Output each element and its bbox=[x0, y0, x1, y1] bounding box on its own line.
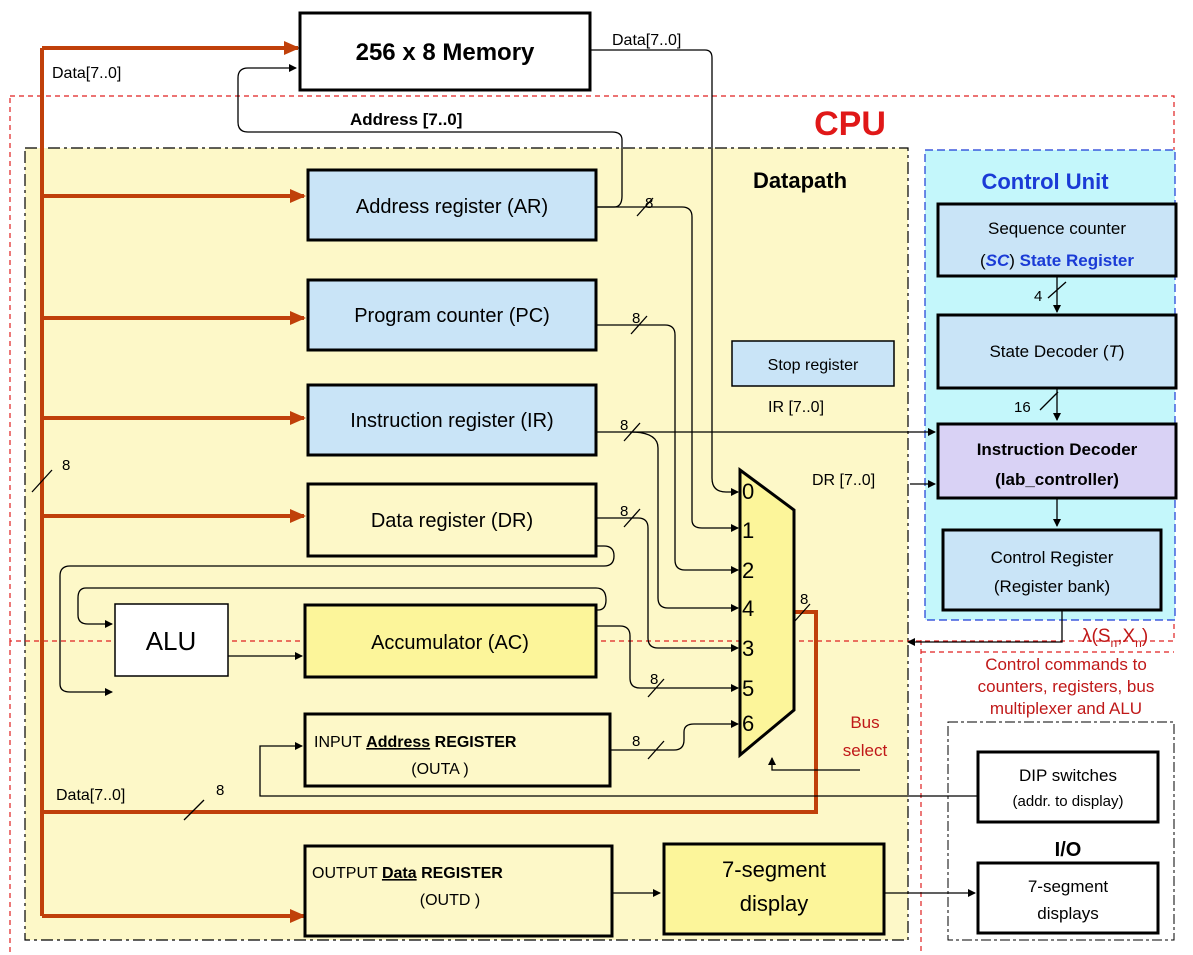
seven-segment-display bbox=[662, 842, 886, 936]
mux-input-labels: 0 1 2 4 3 5 6 bbox=[742, 479, 754, 736]
svg-text:8: 8 bbox=[632, 310, 640, 327]
data-register bbox=[306, 482, 598, 558]
bus-label-bottom: Data[7..0] bbox=[56, 787, 125, 804]
bus-width-bottom: 8 bbox=[216, 782, 224, 799]
instruction-register-label: Instruction register (IR) bbox=[350, 410, 553, 432]
instruction-decoder-label-1: Instruction Decoder bbox=[977, 440, 1138, 459]
memory-block bbox=[298, 11, 592, 92]
svg-text:6: 6 bbox=[742, 711, 754, 736]
svg-text:0: 0 bbox=[742, 479, 754, 504]
control-commands-note: Control commands to counters, registers,… bbox=[978, 655, 1155, 718]
io-seven-segment-label-2: displays bbox=[1037, 904, 1098, 923]
io-seven-segment-displays bbox=[976, 861, 1160, 935]
bus-multiplexer bbox=[738, 467, 796, 759]
alu-block bbox=[114, 603, 229, 677]
width-slashes bbox=[31, 197, 1067, 821]
control-register-label-2: (Register bank) bbox=[994, 577, 1110, 596]
svg-text:8: 8 bbox=[800, 591, 808, 608]
svg-text:2: 2 bbox=[742, 558, 754, 583]
svg-text:multiplexer and ALU: multiplexer and ALU bbox=[990, 699, 1142, 718]
svg-text:counters, registers, bus: counters, registers, bus bbox=[978, 677, 1155, 696]
seven-segment-label-2: display bbox=[740, 891, 808, 916]
instruction-register bbox=[306, 383, 598, 457]
instruction-decoder-label-2: (lab_controller) bbox=[995, 470, 1119, 489]
svg-text:8: 8 bbox=[620, 417, 628, 434]
state-decoder bbox=[936, 313, 1178, 390]
svg-text:8: 8 bbox=[620, 503, 628, 520]
memory-data-out-label: Data[7..0] bbox=[612, 32, 681, 49]
width-labels: 8 8 8 8 8 8 8 bbox=[620, 195, 808, 750]
seven-segment-label-1: 7-segment bbox=[722, 857, 826, 882]
data-register-label: Data register (DR) bbox=[371, 510, 533, 532]
dip-switches bbox=[976, 750, 1160, 824]
bus-width-left: 8 bbox=[62, 457, 70, 474]
address-register-label: Address register (AR) bbox=[356, 196, 548, 218]
sequence-counter-label-1: Sequence counter bbox=[988, 219, 1126, 238]
svg-text:1: 1 bbox=[742, 518, 754, 543]
address-bus-label: Address [7..0] bbox=[350, 110, 462, 129]
bus-select-label-2: select bbox=[843, 741, 888, 760]
output-data-register bbox=[303, 844, 614, 938]
datapath-title: Datapath bbox=[753, 168, 847, 193]
data-bus bbox=[40, 41, 818, 923]
accumulator bbox=[303, 603, 598, 679]
svg-text:8: 8 bbox=[650, 671, 658, 688]
svg-text:5: 5 bbox=[742, 676, 754, 701]
cpu-title: CPU bbox=[814, 105, 886, 143]
dip-switches-label-1: DIP switches bbox=[1019, 766, 1117, 785]
wires bbox=[59, 49, 1063, 897]
svg-text:8: 8 bbox=[632, 733, 640, 750]
sequence-counter bbox=[936, 202, 1178, 278]
io-title: I/O bbox=[1055, 839, 1082, 861]
sequence-counter-label-2: (SC) State Register bbox=[980, 251, 1134, 270]
alu-label: ALU bbox=[146, 626, 197, 656]
sc-width-label: 4 bbox=[1034, 288, 1042, 305]
control-unit-title: Control Unit bbox=[981, 169, 1109, 194]
stop-register bbox=[731, 340, 895, 387]
input-address-register-sub: (OUTA ) bbox=[411, 761, 468, 778]
svg-text:8: 8 bbox=[645, 195, 653, 212]
lambda-signal-label: λ(Sn,Xn) bbox=[1082, 626, 1148, 650]
program-counter bbox=[306, 278, 598, 352]
state-decoder-label: State Decoder (T) bbox=[989, 342, 1124, 361]
dip-switches-label-2: (addr. to display) bbox=[1013, 793, 1124, 810]
address-register bbox=[306, 168, 598, 242]
input-address-register bbox=[303, 712, 612, 788]
output-data-register-label: OUTPUT Data REGISTER bbox=[312, 865, 503, 882]
bus-select-label-1: Bus bbox=[850, 713, 879, 732]
io-seven-segment-label-1: 7-segment bbox=[1028, 877, 1109, 896]
bus-label-top: Data[7..0] bbox=[52, 65, 121, 82]
svg-text:4: 4 bbox=[742, 596, 754, 621]
accumulator-label: Accumulator (AC) bbox=[371, 632, 529, 654]
sd-width-label: 16 bbox=[1014, 399, 1031, 416]
program-counter-label: Program counter (PC) bbox=[354, 305, 550, 327]
control-register-label-1: Control Register bbox=[991, 548, 1114, 567]
ir-signal-label: IR [7..0] bbox=[768, 399, 824, 416]
output-data-register-sub: (OUTD ) bbox=[420, 892, 480, 909]
svg-text:3: 3 bbox=[742, 636, 754, 661]
memory-label: 256 x 8 Memory bbox=[356, 39, 535, 66]
control-register bbox=[941, 528, 1163, 612]
instruction-decoder bbox=[936, 422, 1178, 500]
input-address-register-label: INPUT Address REGISTER bbox=[314, 734, 517, 751]
stop-register-label: Stop register bbox=[768, 357, 859, 374]
svg-text:Control commands to: Control commands to bbox=[985, 655, 1147, 674]
dr-signal-label: DR [7..0] bbox=[812, 472, 875, 489]
